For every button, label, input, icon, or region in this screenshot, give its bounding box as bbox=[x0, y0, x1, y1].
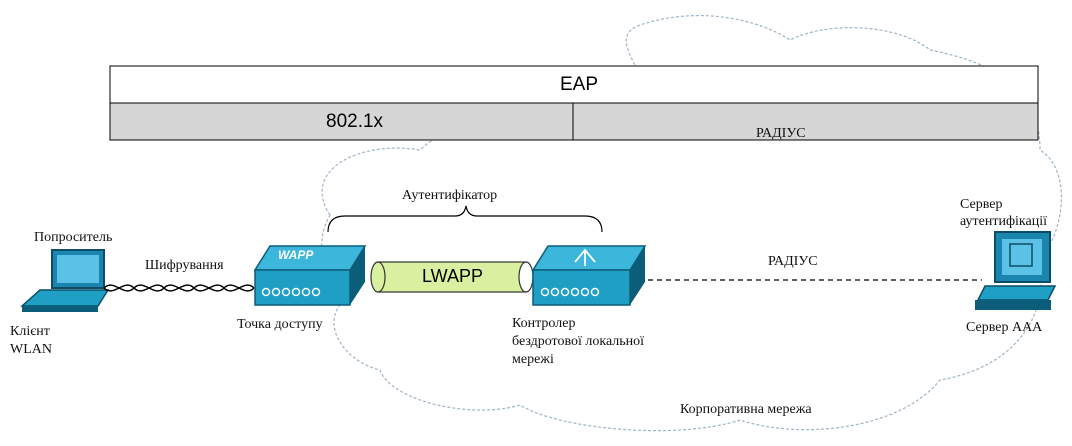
eap-bar bbox=[109, 65, 1039, 104]
lwapp-tunnel bbox=[370, 261, 534, 293]
aaa-server-label: Сервер AAA bbox=[966, 320, 1043, 335]
controller-label-line2: бездротової локальної bbox=[512, 334, 645, 349]
client-label-line2: WLAN bbox=[10, 342, 52, 357]
corporate-network-label: Корпоративна мережа bbox=[680, 402, 812, 417]
laptop-icon bbox=[20, 249, 110, 312]
auth-server-label-line2: аутентифікації bbox=[960, 214, 1047, 229]
8021x-bar bbox=[109, 102, 574, 141]
lwapp-label: LWAPP bbox=[422, 266, 484, 286]
controller-label-line1: Контролер bbox=[512, 316, 576, 331]
radius-bar-label: РАДІУС bbox=[756, 126, 806, 141]
authenticator-label: Аутентифікатор bbox=[402, 188, 498, 203]
client-label-line1: Клієнт bbox=[10, 324, 50, 339]
encryption-label: Шифрування bbox=[145, 258, 224, 273]
eap-label: EAP bbox=[560, 74, 599, 95]
authenticator-brace bbox=[327, 205, 603, 233]
supplicant-label: Попроситель bbox=[34, 230, 113, 245]
access-point-icon bbox=[253, 245, 367, 306]
access-point-label: Точка доступу bbox=[237, 317, 323, 332]
auth-server-label-line1: Сервер bbox=[960, 197, 1003, 212]
aaa-server-icon bbox=[975, 231, 1057, 310]
controller-label-line3: мережі bbox=[512, 352, 554, 367]
radius-bar bbox=[572, 102, 1039, 141]
controller-icon bbox=[531, 245, 647, 306]
8021x-label: 802.1x bbox=[326, 111, 384, 132]
radius-link-label: РАДІУС bbox=[768, 254, 818, 269]
encryption-link bbox=[103, 284, 255, 292]
access-point-logo: WAPP bbox=[278, 248, 314, 262]
